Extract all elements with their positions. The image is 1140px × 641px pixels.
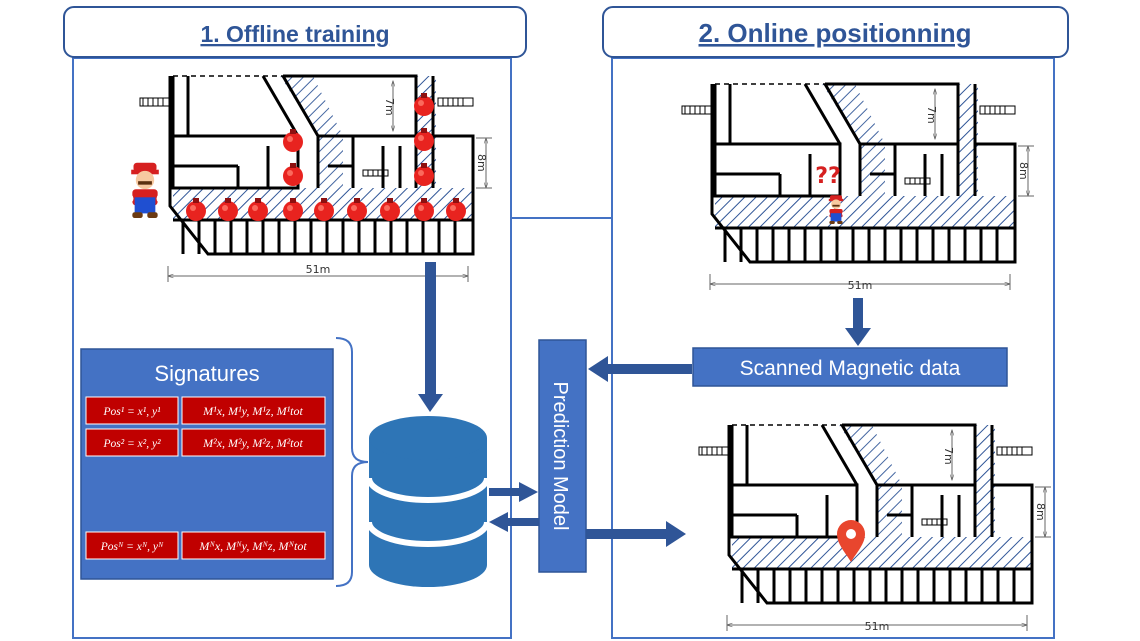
scanned-data-box <box>692 347 1008 387</box>
result-floorplan: 51m 7m 8m <box>699 425 1051 633</box>
offline-floorplan: 51m 7m 8m <box>140 76 492 282</box>
signature-pos-1: Pos¹ = x¹, y¹ <box>102 406 161 418</box>
signature-mag-1: M¹x, M¹y, M¹z, M¹tot <box>202 404 303 418</box>
signature-mag-2: M²x, M²y, M²z, M²tot <box>202 436 303 450</box>
database-icon <box>366 416 490 587</box>
online-header-box <box>602 6 1069 58</box>
signature-pos-n: Posᴺ = xᴺ, yᴺ <box>100 541 164 553</box>
model-to-result-arrow <box>586 521 686 547</box>
dim-height-8-label-2: 8m <box>1017 162 1030 180</box>
signature-row-n: Posᴺ = xᴺ, yᴺ Mᴺx, Mᴺy, Mᴺz, Mᴺtot <box>85 531 326 560</box>
question-marks: ?? <box>815 164 841 189</box>
signature-row-2: Pos² = x², y² M²x, M²y, M²z, M²tot <box>85 428 326 457</box>
dim-height-8-label-3: 8m <box>1034 503 1047 521</box>
signature-row-1: Pos¹ = x¹, y¹ M¹x, M¹y, M¹z, M¹tot <box>85 396 326 425</box>
model-to-db-arrow <box>489 512 540 532</box>
prediction-model-label: Prediction Model <box>549 382 571 531</box>
online-header-title: 2. Online positionning <box>699 18 972 48</box>
prediction-model-box <box>538 339 587 573</box>
scanned-to-model-arrow <box>588 356 692 382</box>
signature-pos-2: Pos² = x², y² <box>102 438 161 450</box>
dim-height-7-label: 7m <box>383 98 396 116</box>
offline-header-title: 1. Offline training <box>200 21 389 47</box>
db-to-model-arrow <box>489 482 538 502</box>
floorplan-to-scanned-arrow <box>845 298 871 346</box>
signature-mag-n: Mᴺx, Mᴺy, Mᴺz, Mᴺtot <box>198 539 307 553</box>
dim-height-7-label-2: 7m <box>925 106 938 124</box>
dim-width-label: 51m <box>306 263 331 276</box>
dim-width-label-2: 51m <box>848 279 873 292</box>
location-marker-icon <box>837 520 865 562</box>
curly-bracket <box>335 337 369 587</box>
mario-icon <box>124 162 166 218</box>
online-floorplan: 51m 7m 8m <box>682 84 1034 292</box>
dim-height-8-label: 8m <box>475 154 488 172</box>
floorplan-to-db-arrow <box>418 262 443 412</box>
offline-header-box <box>63 6 527 58</box>
dim-width-label-3: 51m <box>865 620 890 633</box>
dim-height-7-label-3: 7m <box>942 447 955 465</box>
signatures-title: Signatures <box>154 361 259 386</box>
scanned-data-label: Scanned Magnetic data <box>740 357 961 380</box>
